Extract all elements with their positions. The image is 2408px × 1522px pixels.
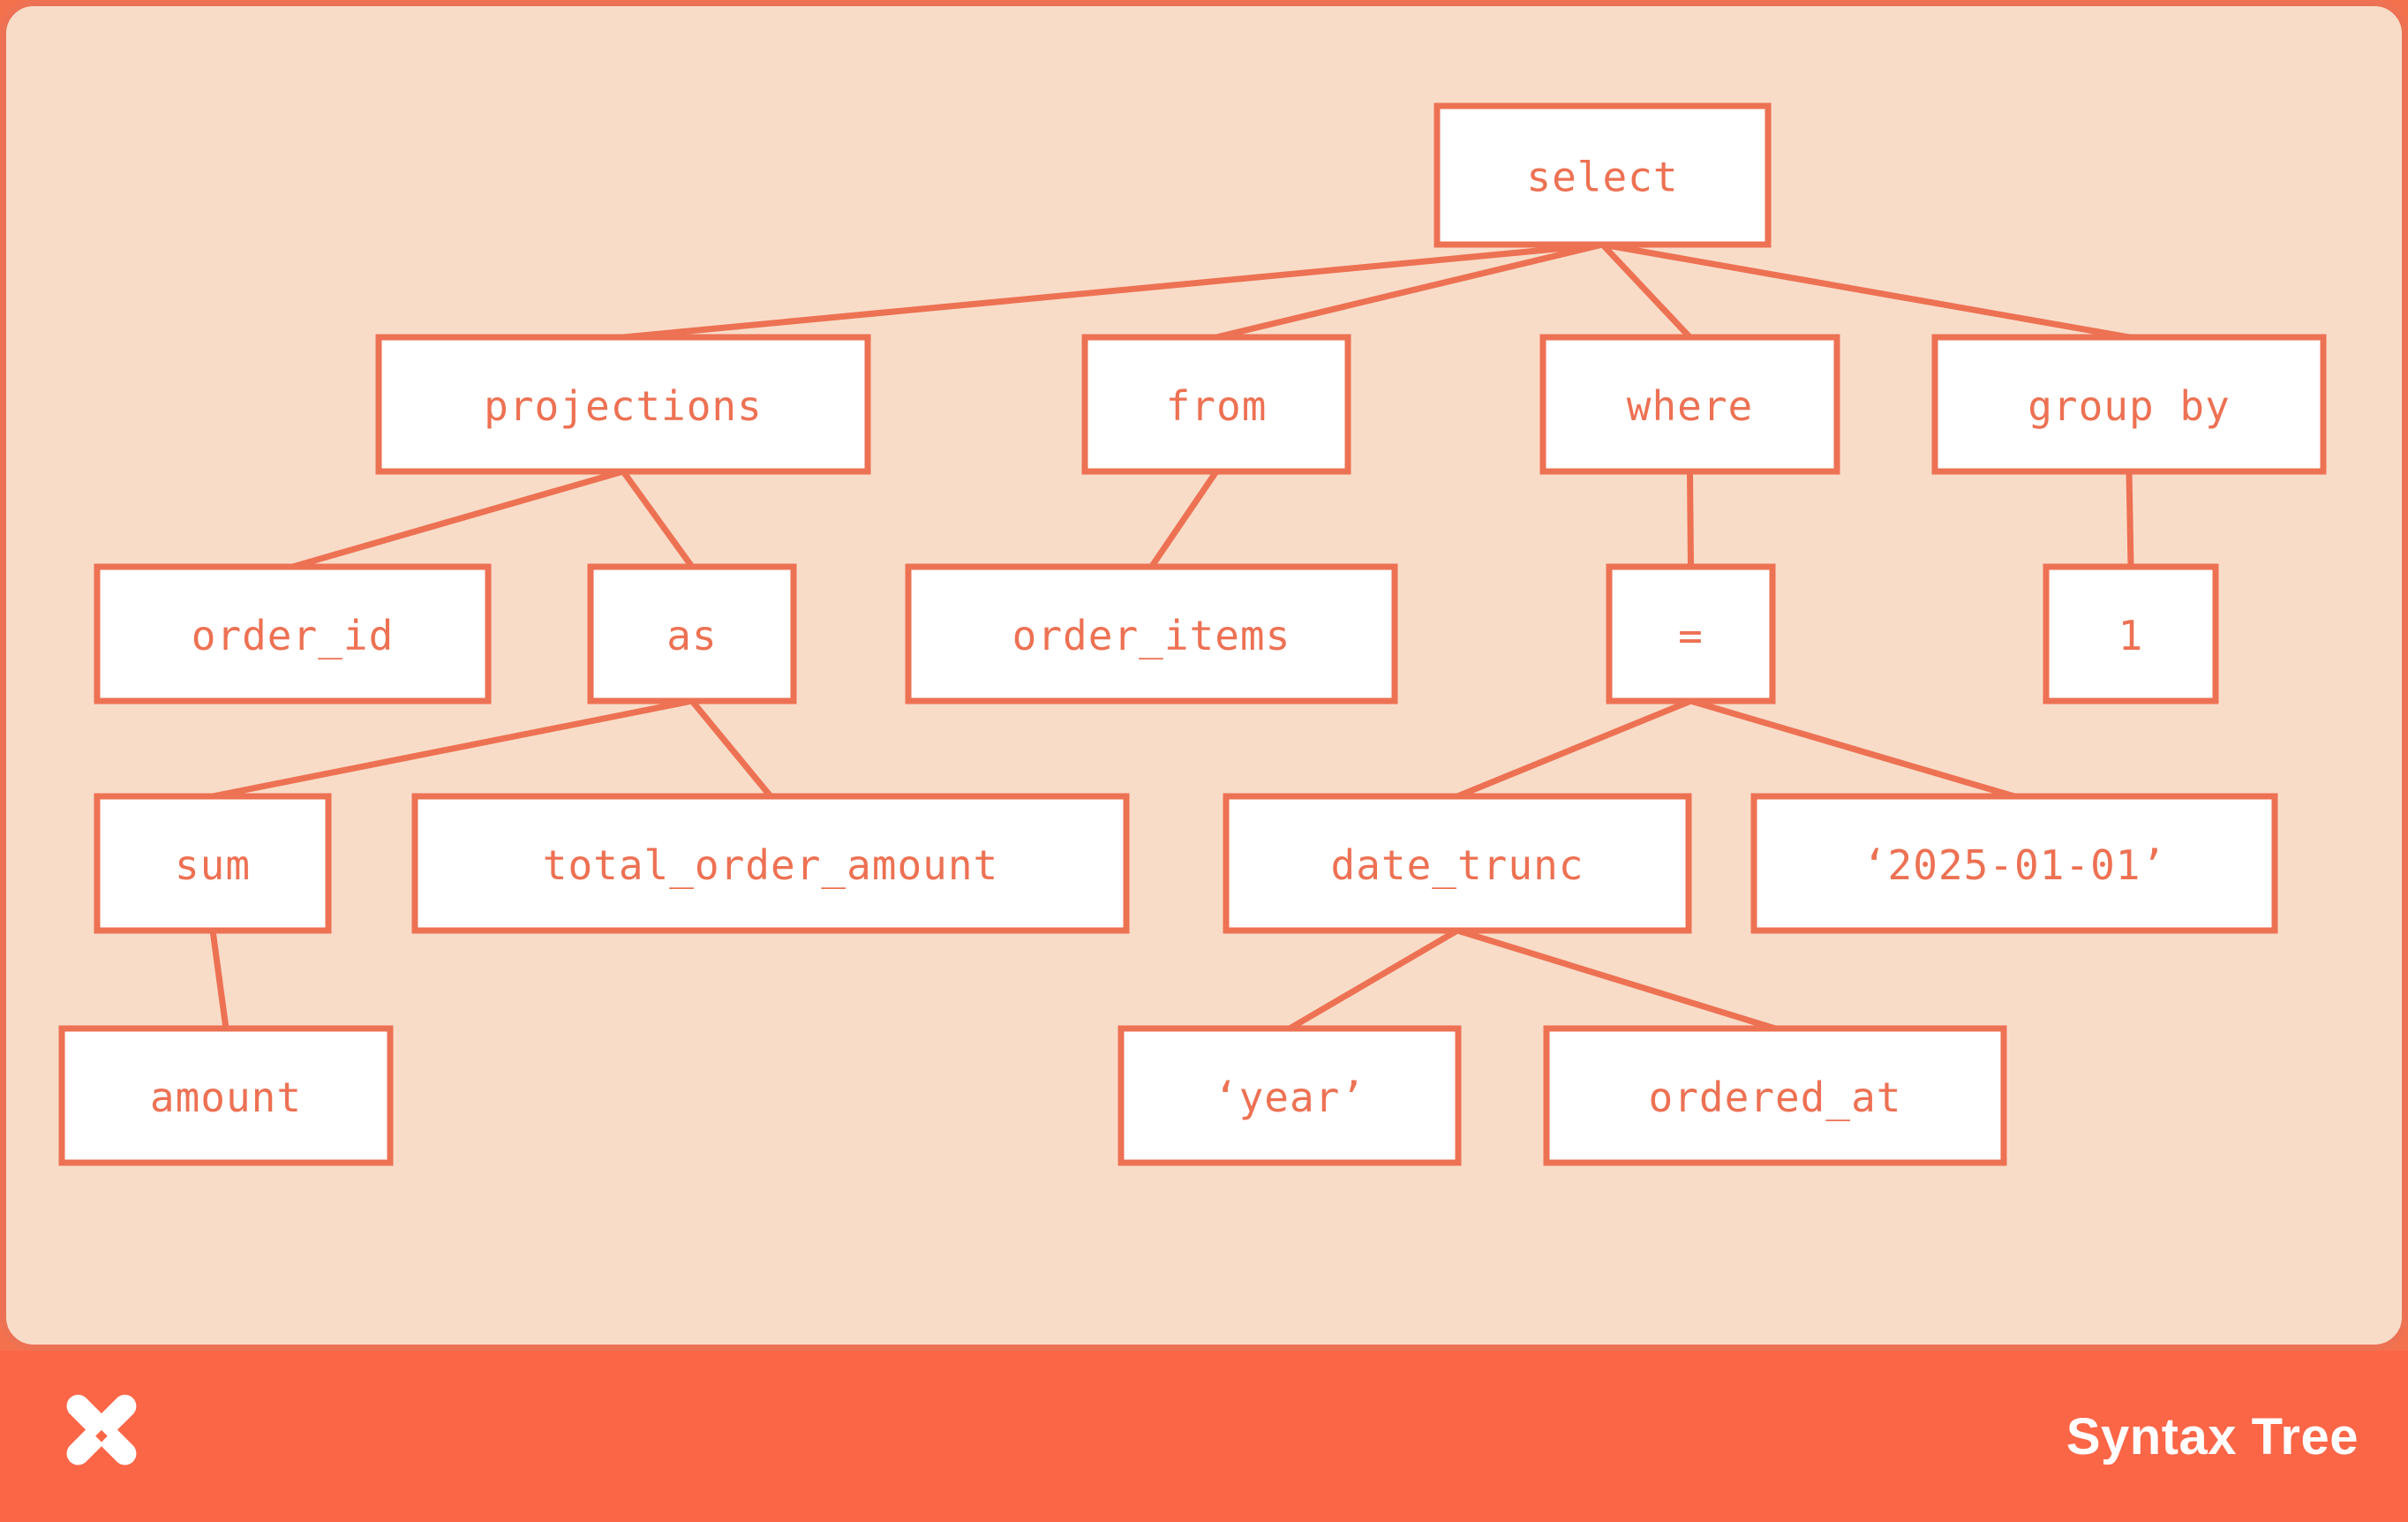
tree-edge: [2126, 471, 2134, 568]
diagram-card: select projections from where group by order_…: [0, 0, 2408, 1351]
footer-title: Syntax Tree: [2066, 1407, 2359, 1465]
tree-edge: [1148, 470, 1219, 569]
tree-node-ordered_at[interactable]: ordered_at: [1543, 1025, 2007, 1166]
tree-node-label: where: [1627, 382, 1753, 430]
tree-edge: [1456, 927, 1777, 1032]
syntax-tree-canvas: select projections from where group by order_…: [58, 102, 2327, 1166]
tree-node-box: [94, 563, 492, 704]
tree-node-label: select: [1526, 154, 1678, 201]
tree-node-box: [1606, 563, 1776, 704]
tree-node-box: [1750, 793, 2278, 934]
tree-edge: [209, 930, 230, 1029]
tree-node-date_trunc[interactable]: date_trunc: [1223, 793, 1692, 934]
tree-node-order_id[interactable]: order_id: [94, 563, 492, 704]
tree-node-year_literal[interactable]: ‘year’: [1117, 1025, 1462, 1166]
tree-edge: [291, 468, 624, 570]
tree-edge: [621, 469, 695, 569]
tree-edge: [1288, 927, 1459, 1032]
tree-node-label: =: [1678, 612, 1704, 659]
tree-node-where[interactable]: where: [1539, 334, 1840, 475]
tree-node-box: [1117, 1025, 1462, 1166]
tree-edge: [1215, 241, 1604, 341]
tree-edge: [1599, 242, 1693, 340]
tree-node-label: ‘2025-01-01’: [1862, 841, 2166, 889]
tree-node-box: [94, 793, 332, 934]
tree-node-from[interactable]: from: [1081, 334, 1351, 475]
tree-node-box: [1223, 793, 1692, 934]
x-star-logo-icon: [66, 1394, 137, 1465]
tree-node-box: [411, 793, 1130, 934]
tree-edge: [689, 698, 773, 799]
tree-node-box: [587, 563, 797, 704]
tree-node-sum[interactable]: sum: [94, 793, 332, 934]
tree-node-box: [1434, 102, 1772, 248]
tree-node-box: [2043, 563, 2219, 704]
tree-edge: [1689, 697, 2015, 800]
tree-node-amount[interactable]: amount: [58, 1025, 394, 1166]
tree-node-label: total_order_amount: [543, 841, 999, 889]
tree-node-label: projections: [484, 382, 763, 430]
tree-node-box: [1543, 1025, 2007, 1166]
tree-node-label: group by: [2028, 382, 2231, 430]
tree-node-label: date_trunc: [1331, 841, 1584, 889]
tree-node-label: ‘year’: [1214, 1074, 1366, 1121]
tree-edge: [1456, 697, 1692, 800]
tree-node-label: sum: [175, 841, 251, 889]
tree-edge: [622, 241, 1603, 341]
tree-edge: [1687, 471, 1694, 568]
tree-node-total_order_amount[interactable]: total_order_amount: [411, 793, 1130, 934]
tree-node-label: order_items: [1012, 612, 1291, 659]
tree-edge-layer: [209, 241, 2134, 1032]
tree-node-projections[interactable]: projections: [375, 334, 871, 475]
tree-node-label: amount: [150, 1074, 302, 1121]
tree-edge: [1601, 241, 2130, 341]
footer-bar: Syntax Tree: [0, 1351, 2408, 1522]
tree-node-label: as: [666, 612, 717, 659]
tree-node-select[interactable]: select: [1434, 102, 1772, 248]
tree-node-order_items[interactable]: order_items: [905, 563, 1398, 704]
tree-node-layer: select projections from where group by order_…: [58, 102, 2327, 1166]
tree-node-as[interactable]: as: [587, 563, 797, 704]
tree-node-box: [1539, 334, 1840, 475]
tree-node-label: 1: [2118, 612, 2144, 659]
tree-node-eq[interactable]: =: [1606, 563, 1776, 704]
tree-node-box: [58, 1025, 394, 1166]
tree-node-label: from: [1166, 382, 1268, 430]
tree-edge: [212, 697, 693, 800]
tree-node-date_literal[interactable]: ‘2025-01-01’: [1750, 793, 2278, 934]
tree-node-label: ordered_at: [1649, 1074, 1902, 1121]
tree-node-box: [375, 334, 871, 475]
tree-node-box: [1931, 334, 2327, 475]
tree-node-label: order_id: [192, 612, 395, 659]
tree-node-box: [905, 563, 1398, 704]
tree-node-one[interactable]: 1: [2043, 563, 2219, 704]
tree-node-box: [1081, 334, 1351, 475]
tree-node-group_by[interactable]: group by: [1931, 334, 2327, 475]
